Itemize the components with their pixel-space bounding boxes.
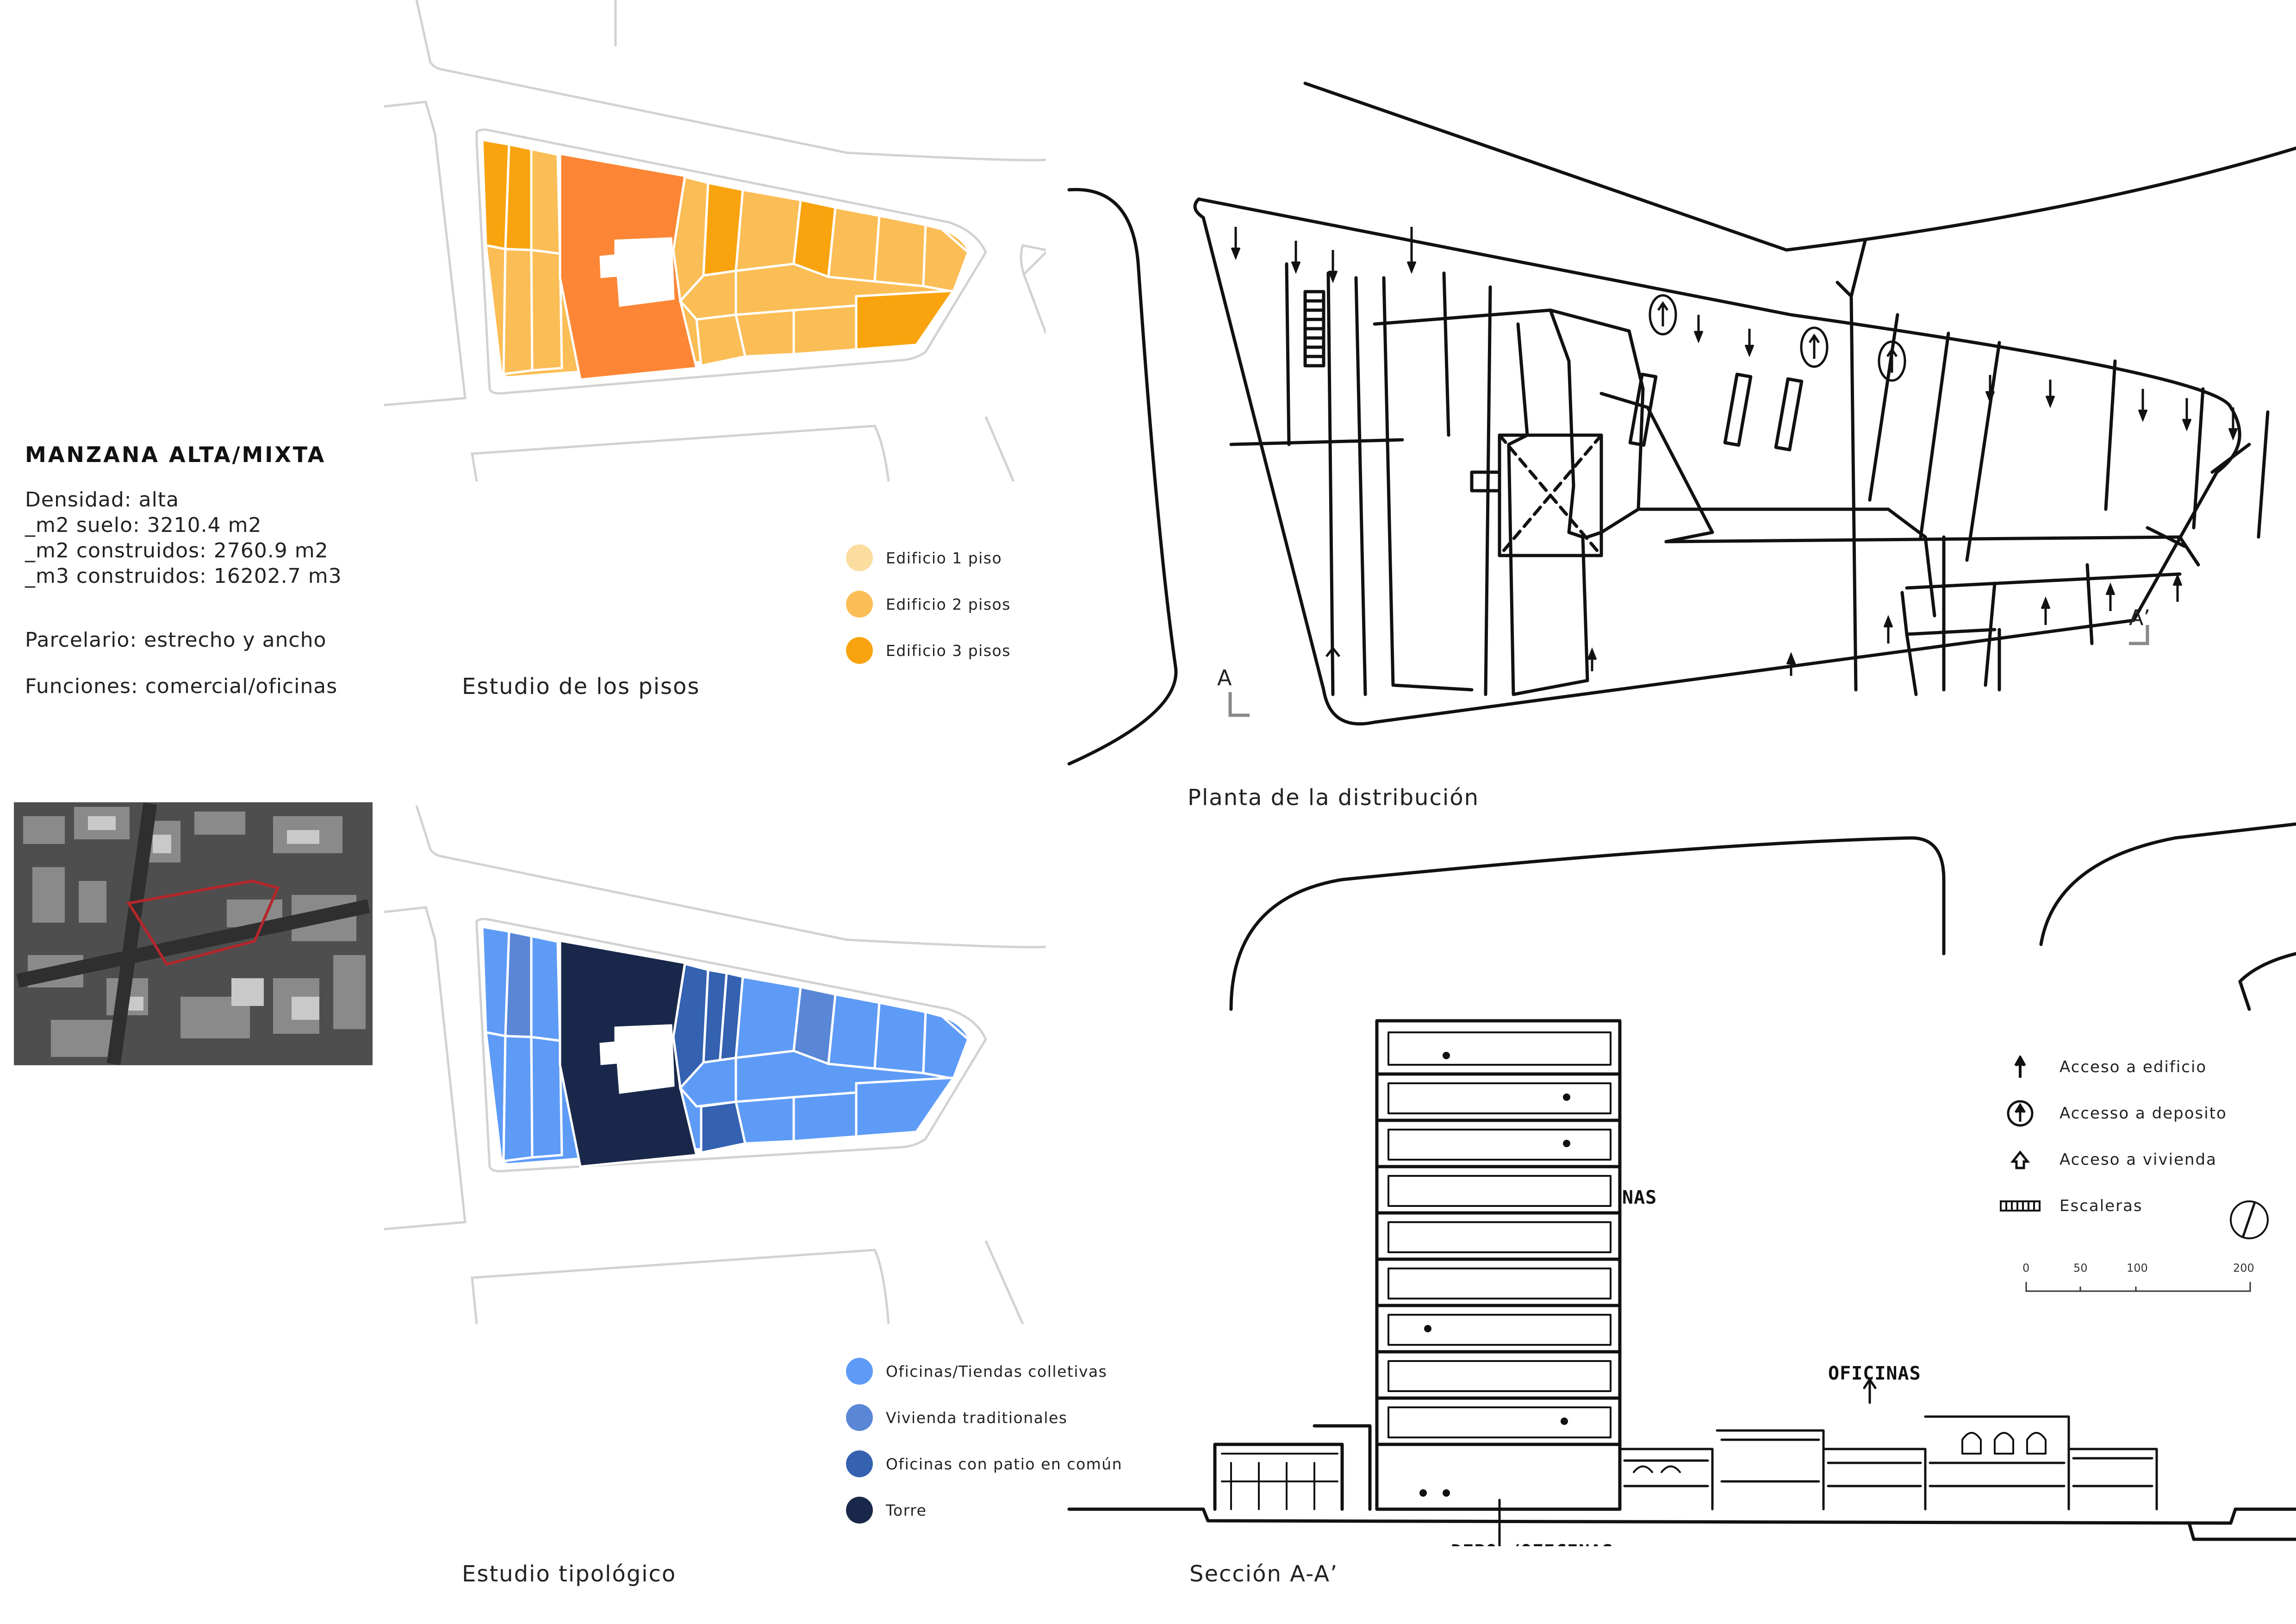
caption-estudio-tipologico: Estudio tipológico [462, 1561, 677, 1587]
circled-arrow-icon [1999, 1099, 2041, 1128]
legend-label: Edificio 3 pisos [886, 641, 1011, 660]
arrow-up-icon [1999, 1056, 2041, 1079]
stat-funciones: Funciones: comercial/oficinas [25, 675, 338, 698]
legend-symbol-acceso-edificio: Acceso a edificio [1999, 1044, 2227, 1090]
ground-line [1067, 1507, 2296, 1525]
legend-label: Torre [886, 1501, 927, 1519]
legend-label: Oficinas/Tiendas colletivas [886, 1362, 1108, 1380]
legend-label: Oficinas con patio en común [886, 1455, 1123, 1473]
plan-label-a-prime: A’ [2129, 605, 2150, 630]
legend-symbol-label: Accesso a deposito [2060, 1104, 2227, 1123]
block-title: MANZANA ALTA/MIXTA [25, 442, 326, 467]
legend-pisos: Edificio 1 piso Edificio 2 pisos Edifici… [846, 539, 1011, 669]
legend-symbol-acceso-vivienda: Acceso a vivienda [1999, 1137, 2227, 1183]
tower [1375, 1019, 1622, 1511]
section-label-depo: DEPO./OFICINAS [1451, 1541, 1613, 1546]
open-arrow-icon [1999, 1149, 2041, 1170]
swatch-oficinas-tiendas [846, 1358, 873, 1385]
legend-tipos: Oficinas/Tiendas colletivas Vivienda tra… [846, 1353, 1122, 1529]
caption-seccion: Sección A-A’ [1189, 1561, 1338, 1587]
stat-m3-construidos: _m3 construidos: 16202.7 m3 [25, 564, 342, 588]
legend-symbol-label: Acceso a vivienda [2060, 1150, 2217, 1169]
plan-label-a: A [1217, 665, 1232, 690]
swatch-torre [846, 1497, 873, 1524]
street-west [1067, 187, 1178, 766]
legend-item-1-piso: Edificio 1 piso [846, 539, 1011, 576]
lot-outline [1193, 197, 2241, 726]
swatch-3-pisos [846, 637, 873, 664]
aerial-photo [14, 802, 373, 1065]
scale-tick-50: 50 [2073, 1262, 2088, 1274]
courtyard [599, 237, 675, 307]
stairs-icon [1999, 1199, 2041, 1213]
legend-symbol-acceso-deposito: Accesso a deposito [1999, 1090, 2227, 1137]
map-estudio-tipologico [384, 806, 1046, 1324]
legend-label: Edificio 2 pisos [886, 595, 1011, 613]
stat-m2-construidos: _m2 construidos: 2760.9 m2 [25, 539, 329, 562]
scale-tick-0: 0 [2022, 1262, 2030, 1274]
section-label-oficinas: OFICINAS [1828, 1363, 1921, 1384]
north-arrow-icon [2230, 1200, 2269, 1239]
swatch-oficinas-patio [846, 1450, 873, 1477]
caption-planta-distribucion: Planta de la distribución [1188, 785, 1479, 811]
legend-item-2-pisos: Edificio 2 pisos [846, 586, 1011, 623]
legend-label: Vivienda traditionales [886, 1408, 1068, 1427]
legend-label: Edificio 1 piso [886, 549, 1002, 567]
caption-estudio-pisos: Estudio de los pisos [462, 674, 700, 700]
legend-item-vivienda: Vivienda traditionales [846, 1399, 1122, 1436]
scale-tick-200: 200 [2233, 1262, 2254, 1274]
legend-item-oficinas-tiendas: Oficinas/Tiendas colletivas [846, 1353, 1122, 1390]
scale-tick-100: 100 [2127, 1262, 2148, 1274]
stat-m2-suelo: _m2 suelo: 3210.4 m2 [25, 513, 262, 537]
legend-symbol-label: Escaleras [2060, 1197, 2143, 1215]
map-estudio-pisos [384, 0, 1046, 481]
courtyard-tipo [599, 1024, 675, 1094]
scale-bar-line [2025, 1282, 2251, 1292]
section-a-a: NAS OFICINAS DEPO./OFICINAS [1067, 822, 2296, 1546]
legend-symbols: Acceso a edificio Accesso a deposito Acc… [1999, 1044, 2227, 1229]
block-stats: Densidad: alta _m2 suelo: 3210.4 m2 _m2 … [25, 487, 442, 589]
legend-symbol-escaleras: Escaleras [1999, 1183, 2227, 1229]
swatch-vivienda [846, 1404, 873, 1431]
swatch-2-pisos [846, 591, 873, 618]
legend-item-torre: Torre [846, 1492, 1122, 1529]
street-north [1303, 81, 2296, 252]
section-label-nas: NAS [1622, 1187, 1657, 1208]
floor-plan: A A’ [1067, 81, 2296, 766]
legend-item-3-pisos: Edificio 3 pisos [846, 632, 1011, 669]
stat-density: Densidad: alta [25, 488, 180, 512]
aerial-lot-outline [126, 879, 280, 966]
swatch-1-piso [846, 544, 873, 571]
aerial-photo-graphic [14, 802, 373, 1065]
legend-item-oficinas-patio: Oficinas con patio en común [846, 1445, 1122, 1482]
legend-symbol-label: Acceso a edificio [2060, 1058, 2207, 1076]
stat-parcelario: Parcelario: estrecho y ancho [25, 628, 327, 652]
scale-bar: 0 50 100 200 [2022, 1262, 2263, 1303]
